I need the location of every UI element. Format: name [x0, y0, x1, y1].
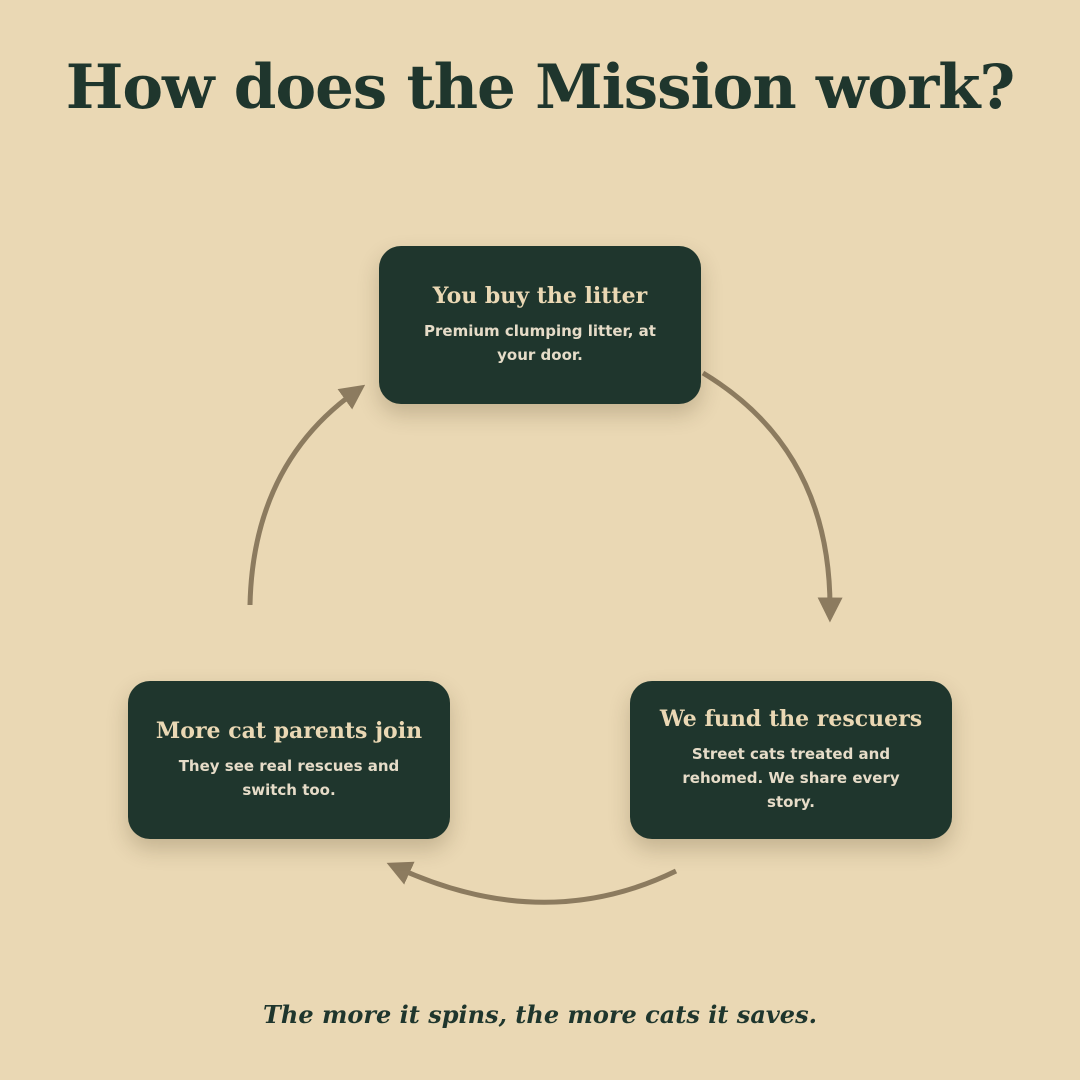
- step-description: Street cats treated and rehomed. We shar…: [682, 745, 900, 811]
- step-title: We fund the rescuers: [659, 706, 923, 732]
- arrow-right-to-left: [386, 861, 678, 905]
- step-description: Premium clumping litter, at your door.: [424, 322, 656, 364]
- step-card-buy-litter: You buy the litter Premium clumping litt…: [379, 246, 701, 404]
- step-title: More cat parents join: [155, 718, 423, 744]
- step-card-parents-join: More cat parents join They see real resc…: [128, 681, 450, 839]
- arrow-left-to-top: [247, 384, 366, 606]
- step-card-fund-rescuers: We fund the rescuers Street cats treated…: [630, 681, 952, 839]
- step-description: They see real rescues and switch too.: [178, 757, 400, 799]
- tagline: The more it spins, the more cats it save…: [263, 1000, 817, 1029]
- arrow-top-to-right: [701, 370, 843, 623]
- step-title: You buy the litter: [432, 283, 648, 309]
- page-title: How does the Mission work?: [65, 52, 1016, 123]
